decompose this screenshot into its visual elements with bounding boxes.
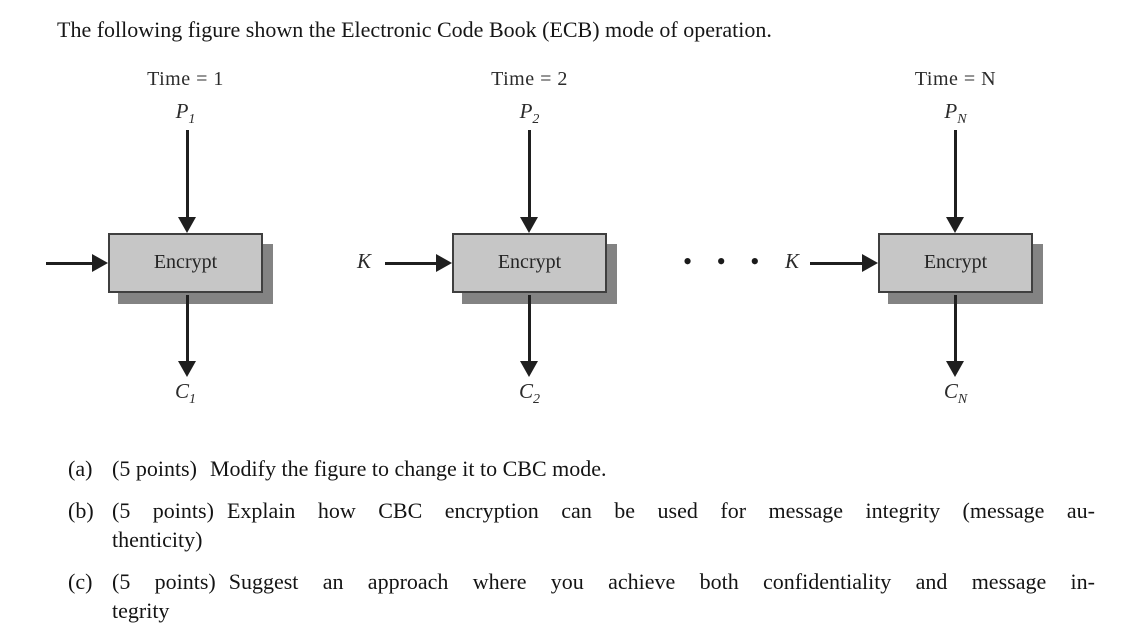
arrow-down-output-2: [520, 295, 538, 377]
key-label-2: K: [356, 249, 371, 273]
var-sub: N: [957, 112, 967, 128]
ciphertext-label-1: C1: [108, 379, 263, 408]
encrypt-box-n: Encrypt: [878, 233, 1033, 293]
key-label-n: K: [784, 249, 799, 273]
plaintext-label-1: P1: [108, 99, 263, 128]
question-line: (5 points) Modify the figure to change it…: [112, 454, 1095, 483]
plaintext-label-2: P2: [452, 99, 607, 128]
question-line: (5 points) Suggest an approach where you …: [112, 567, 1095, 596]
arrow-head: [92, 254, 108, 272]
question-line: (5 points) Explain how CBC encryption can…: [112, 496, 1095, 525]
arrow-shaft: [185, 130, 189, 219]
time-label-2: Time = 2: [491, 68, 568, 90]
question-body: (5 points) Explain how CBC encryption can…: [112, 496, 1095, 554]
question-text: Explain how CBC encryption can be used f…: [226, 498, 1095, 523]
arrow-shaft: [527, 295, 531, 363]
arrow-shaft: [953, 295, 957, 363]
arrow-down-input-2: [520, 130, 538, 233]
question-marker: (b): [68, 498, 94, 523]
var-base: P: [944, 99, 958, 123]
arrow-shaft: [385, 261, 438, 265]
arrow-head: [946, 361, 964, 377]
var-sub: 2: [533, 392, 540, 408]
ellipsis-dots: • • •: [683, 247, 769, 276]
question-c: (c) (5 points) Suggest an approach where …: [68, 567, 1098, 625]
question-text: Suggest an approach where you achieve bo…: [228, 569, 1095, 594]
question-points: (5 points): [112, 569, 216, 594]
arrow-head: [178, 217, 196, 233]
intro-text: The following figure shown the Electroni…: [57, 17, 772, 42]
time-label-n: Time = N: [914, 68, 997, 90]
question-text-continued: tegrity: [112, 598, 170, 623]
var-sub: 1: [189, 392, 196, 408]
plaintext-label-n: PN: [878, 99, 1033, 128]
arrow-head: [520, 217, 538, 233]
encrypt-box-2: Encrypt: [452, 233, 607, 293]
arrow-right-key-2: [385, 254, 452, 272]
arrow-right-key-n: [810, 254, 878, 272]
var-base: P: [519, 99, 533, 123]
ciphertext-label-2: C2: [452, 379, 607, 408]
arrow-shaft: [810, 261, 864, 265]
arrow-right-key-1: [46, 254, 108, 272]
ecb-figure: Time = 1 P1 Encrypt C1 Time = 2 P2 K Enc…: [46, 68, 1033, 408]
question-list: (a) (5 points) Modify the figure to chang…: [68, 454, 1098, 638]
question-text-continued: thenticity): [112, 527, 203, 552]
question-marker: (c): [68, 569, 93, 594]
var-sub: 2: [532, 112, 540, 128]
ciphertext-label-n: CN: [878, 379, 1033, 408]
question-body: (5 points) Modify the figure to change it…: [112, 454, 1095, 483]
arrow-down-input-n: [946, 130, 964, 233]
var-sub: 1: [188, 112, 196, 128]
var-base: C: [174, 379, 189, 403]
arrow-shaft: [185, 295, 189, 363]
arrow-down-input-1: [178, 130, 196, 233]
question-text: Modify the figure to change it to CBC mo…: [209, 456, 607, 481]
arrow-head: [178, 361, 196, 377]
var-base: C: [518, 379, 533, 403]
arrow-head: [946, 217, 964, 233]
arrow-head: [520, 361, 538, 377]
question-body: (5 points) Suggest an approach where you …: [112, 567, 1095, 625]
question-a: (a) (5 points) Modify the figure to chang…: [68, 454, 1098, 483]
arrow-head: [862, 254, 878, 272]
arrow-down-output-1: [178, 295, 196, 377]
question-b: (b) (5 points) Explain how CBC encryption…: [68, 496, 1098, 554]
var-base: C: [943, 379, 958, 403]
var-sub: N: [957, 392, 968, 408]
question-points: (5 points): [112, 498, 214, 523]
var-base: P: [175, 99, 189, 123]
arrow-shaft: [46, 261, 94, 265]
arrow-head: [436, 254, 452, 272]
question-marker: (a): [68, 456, 93, 481]
encrypt-box-1: Encrypt: [108, 233, 263, 293]
arrow-down-output-n: [946, 295, 964, 377]
arrow-shaft: [527, 130, 531, 219]
time-label-1: Time = 1: [147, 68, 224, 90]
arrow-shaft: [953, 130, 957, 219]
question-points: (5 points): [112, 456, 197, 481]
